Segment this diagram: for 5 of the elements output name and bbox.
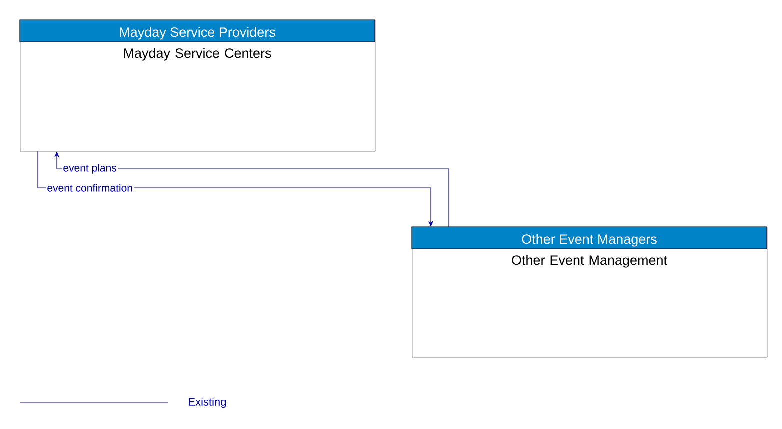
system-box: Other Event Managers Other Event Management bbox=[412, 226, 768, 358]
edge-label: event plans bbox=[62, 163, 118, 175]
edge-label: event confirmation bbox=[46, 183, 134, 193]
system-box: Mayday Service Providers Mayday Service Centers bbox=[20, 20, 376, 152]
legend-label: Existing bbox=[189, 398, 226, 408]
